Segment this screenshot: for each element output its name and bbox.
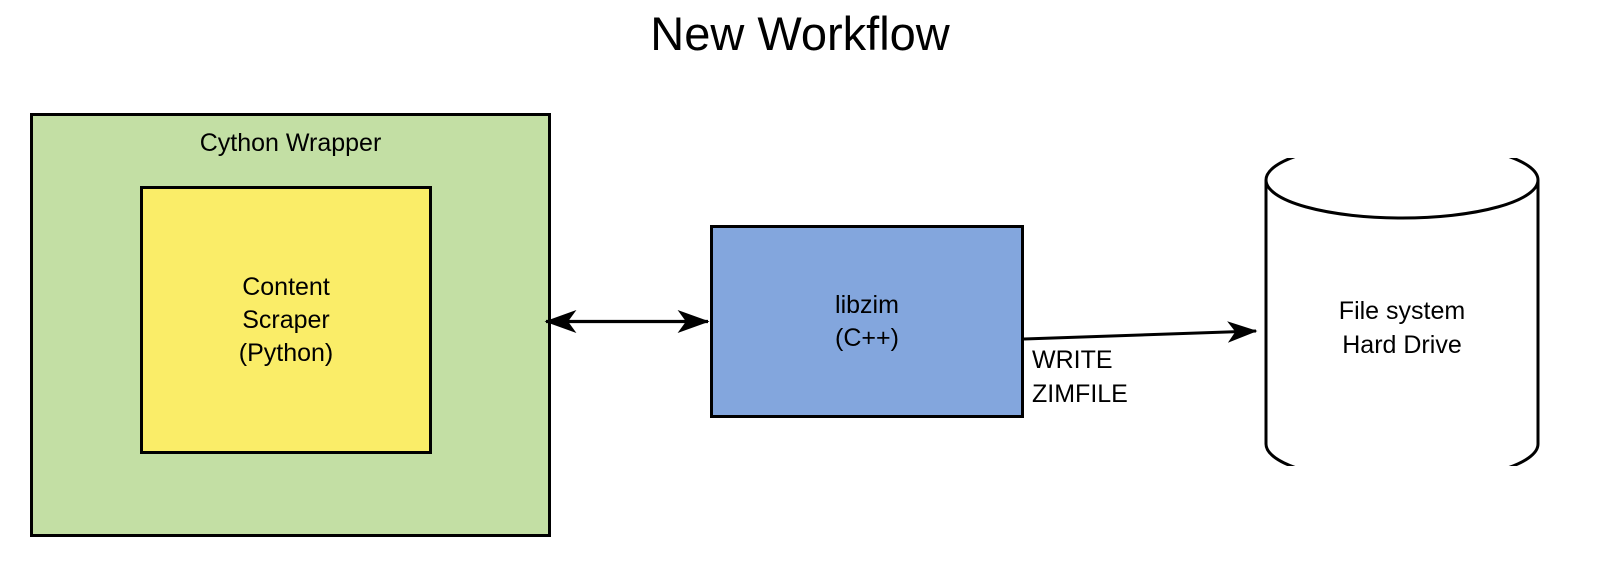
libzim-node[interactable]: libzim (C++) (710, 225, 1024, 418)
page-title: New Workflow (650, 7, 950, 60)
cython-wrapper-label: Cython Wrapper (199, 129, 382, 157)
content-scraper-label: Content Scraper (Python) (238, 272, 334, 367)
libzim-label: libzim (C++) (835, 290, 899, 352)
write-zimfile-label: WRITE ZIMFILE (1032, 346, 1128, 408)
connector-libzim-to-storage (1016, 316, 1276, 356)
storage-cylinder-node[interactable] (1258, 158, 1548, 466)
content-scraper-node[interactable]: Content Scraper (Python) (140, 186, 432, 454)
connector-scraper-to-libzim (534, 300, 720, 344)
storage-cylinder-label: File system Hard Drive (1338, 297, 1466, 359)
